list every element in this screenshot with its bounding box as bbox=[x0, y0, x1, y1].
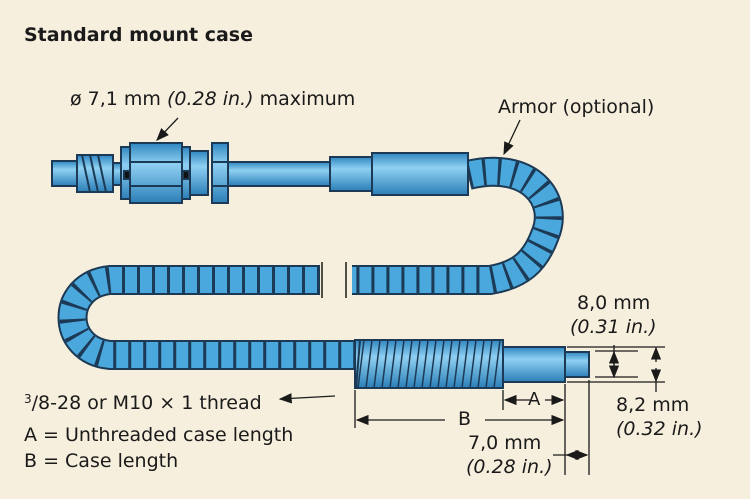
tip-diameter-mm: 8,0 mm bbox=[577, 292, 651, 314]
body-diameter-mm: 8,2 mm bbox=[616, 394, 690, 416]
legend-b: B = Case length bbox=[24, 450, 179, 472]
thread-label: 3/8-28 or M10 × 1 thread bbox=[24, 392, 262, 414]
dim-b-label: B bbox=[458, 408, 472, 430]
armor-label: Armor (optional) bbox=[498, 96, 655, 118]
tip-diameter-in: (0.31 in.) bbox=[570, 316, 657, 338]
diameter-label: ø 7,1 mm (0.28 in.) maximum bbox=[70, 88, 356, 110]
body-diameter-in: (0.32 in.) bbox=[616, 418, 703, 440]
legend-a: A = Unthreaded case length bbox=[24, 424, 294, 446]
tip-length-mm: 7,0 mm bbox=[468, 432, 542, 454]
break-mark bbox=[321, 262, 347, 298]
tip-length-in: (0.28 in.) bbox=[466, 456, 553, 478]
armor-cable bbox=[57, 156, 564, 370]
dim-a-label: A bbox=[528, 389, 541, 410]
title: Standard mount case bbox=[24, 24, 254, 46]
